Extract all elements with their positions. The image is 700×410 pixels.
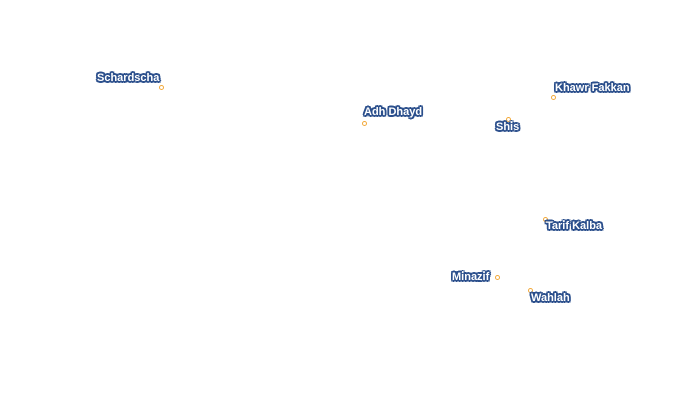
place-label: Wahlah: [531, 292, 570, 304]
place-label: Adh Dhayd: [364, 106, 423, 118]
place-label: Tarif Kalba: [546, 220, 603, 232]
place-label: Shis: [496, 121, 520, 133]
place-marker-icon[interactable]: [551, 95, 556, 100]
place-marker-icon[interactable]: [543, 217, 548, 222]
place-label: Khawr Fakkan: [555, 82, 630, 94]
place-label: Schardscha: [97, 72, 160, 84]
place-marker-icon[interactable]: [495, 275, 500, 280]
place-marker-icon[interactable]: [528, 288, 533, 293]
place-marker-icon[interactable]: [362, 121, 367, 126]
place-marker-icon[interactable]: [159, 85, 164, 90]
place-marker-icon[interactable]: [506, 117, 511, 122]
place-label: Minazif: [452, 271, 490, 283]
